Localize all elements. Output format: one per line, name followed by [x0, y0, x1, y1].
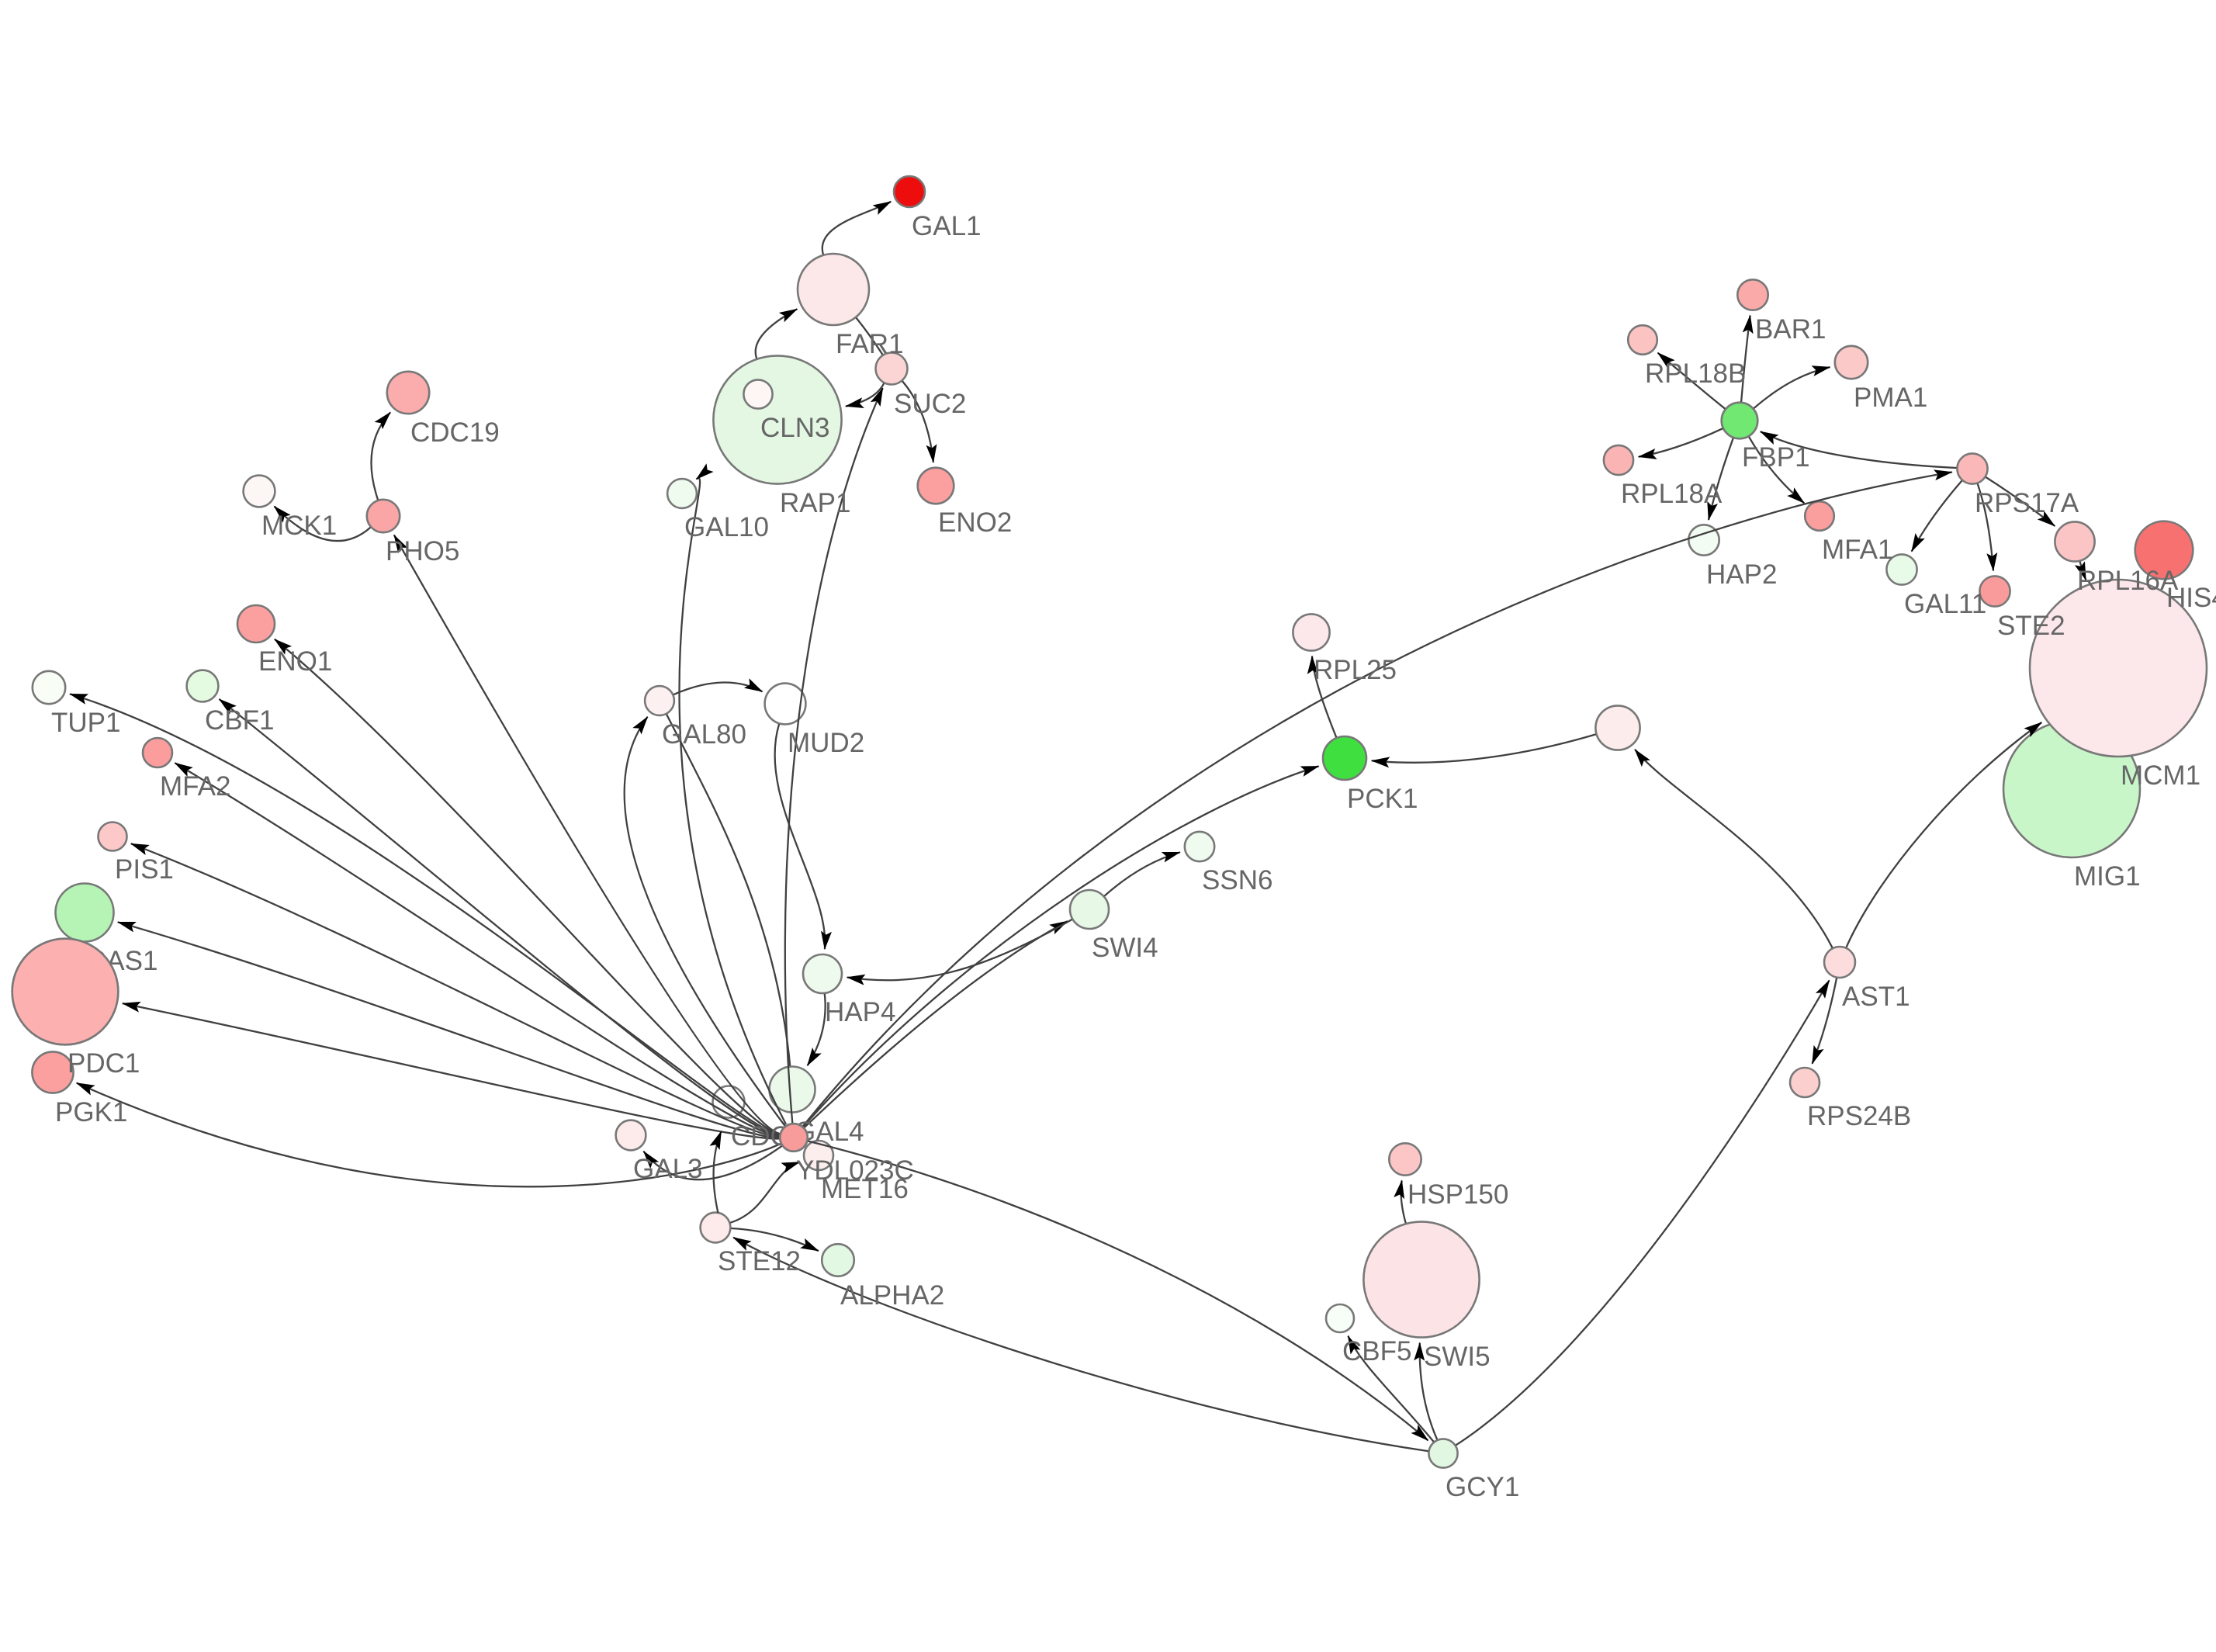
svg-text:HIS4: HIS4 — [2166, 583, 2216, 613]
svg-text:YDL023C: YDL023C — [796, 1155, 914, 1186]
svg-text:SWI4: SWI4 — [1092, 933, 1158, 963]
svg-text:MCK1: MCK1 — [261, 511, 337, 541]
svg-text:CBF1: CBF1 — [205, 705, 274, 736]
svg-text:CDC19: CDC19 — [410, 417, 500, 448]
svg-text:CLN3: CLN3 — [760, 413, 829, 443]
svg-text:HSP150: HSP150 — [1408, 1179, 1508, 1210]
svg-text:GAL1: GAL1 — [912, 211, 982, 241]
svg-text:ENO2: ENO2 — [938, 507, 1012, 538]
svg-text:AST1: AST1 — [1842, 982, 1910, 1012]
svg-text:STE2: STE2 — [1997, 611, 2065, 641]
svg-text:GCY1: GCY1 — [1446, 1472, 1519, 1502]
svg-text:GAL10: GAL10 — [684, 512, 769, 542]
svg-text:GAL80: GAL80 — [662, 719, 746, 750]
svg-text:SWI5: SWI5 — [1424, 1342, 1491, 1372]
svg-text:PCK1: PCK1 — [1347, 784, 1418, 814]
svg-text:PGK1: PGK1 — [55, 1097, 127, 1127]
svg-text:MIG1: MIG1 — [2074, 861, 2141, 892]
svg-text:MFA2: MFA2 — [160, 771, 230, 802]
svg-text:RPS17A: RPS17A — [1975, 488, 2079, 518]
svg-text:GAL3: GAL3 — [633, 1154, 703, 1184]
svg-text:PMA1: PMA1 — [1854, 383, 1927, 413]
svg-text:RAP1: RAP1 — [780, 488, 850, 518]
svg-text:SSN6: SSN6 — [1202, 865, 1272, 895]
svg-text:RPL16A: RPL16A — [2077, 566, 2179, 596]
svg-text:STE12: STE12 — [718, 1246, 801, 1276]
svg-text:GAL11: GAL11 — [1904, 589, 1986, 619]
svg-text:SUC2: SUC2 — [894, 389, 966, 419]
svg-text:RPS24B: RPS24B — [1807, 1101, 1911, 1131]
svg-text:MFA1: MFA1 — [1822, 535, 1892, 565]
svg-text:FAR1: FAR1 — [836, 329, 904, 359]
svg-text:MUD2: MUD2 — [788, 728, 864, 758]
svg-text:PHO5: PHO5 — [386, 536, 459, 566]
svg-text:PDC1: PDC1 — [68, 1048, 140, 1079]
svg-text:HAP2: HAP2 — [1706, 559, 1777, 590]
svg-text:PIS1: PIS1 — [115, 854, 174, 885]
svg-text:TUP1: TUP1 — [51, 708, 120, 738]
svg-text:ALPHA2: ALPHA2 — [840, 1280, 944, 1311]
svg-text:HAP4: HAP4 — [825, 997, 895, 1027]
svg-text:RPL18A: RPL18A — [1621, 479, 1723, 509]
svg-text:ENO1: ENO1 — [258, 646, 332, 677]
svg-text:MCM1: MCM1 — [2121, 760, 2200, 791]
svg-text:BAR1: BAR1 — [1755, 314, 1826, 345]
svg-text:RPL18B: RPL18B — [1645, 358, 1746, 389]
svg-text:FBP1: FBP1 — [1742, 442, 1810, 473]
svg-text:CBF5: CBF5 — [1342, 1336, 1411, 1366]
svg-text:RPL25: RPL25 — [1314, 655, 1397, 685]
svg-text:MET16: MET16 — [821, 1174, 909, 1204]
